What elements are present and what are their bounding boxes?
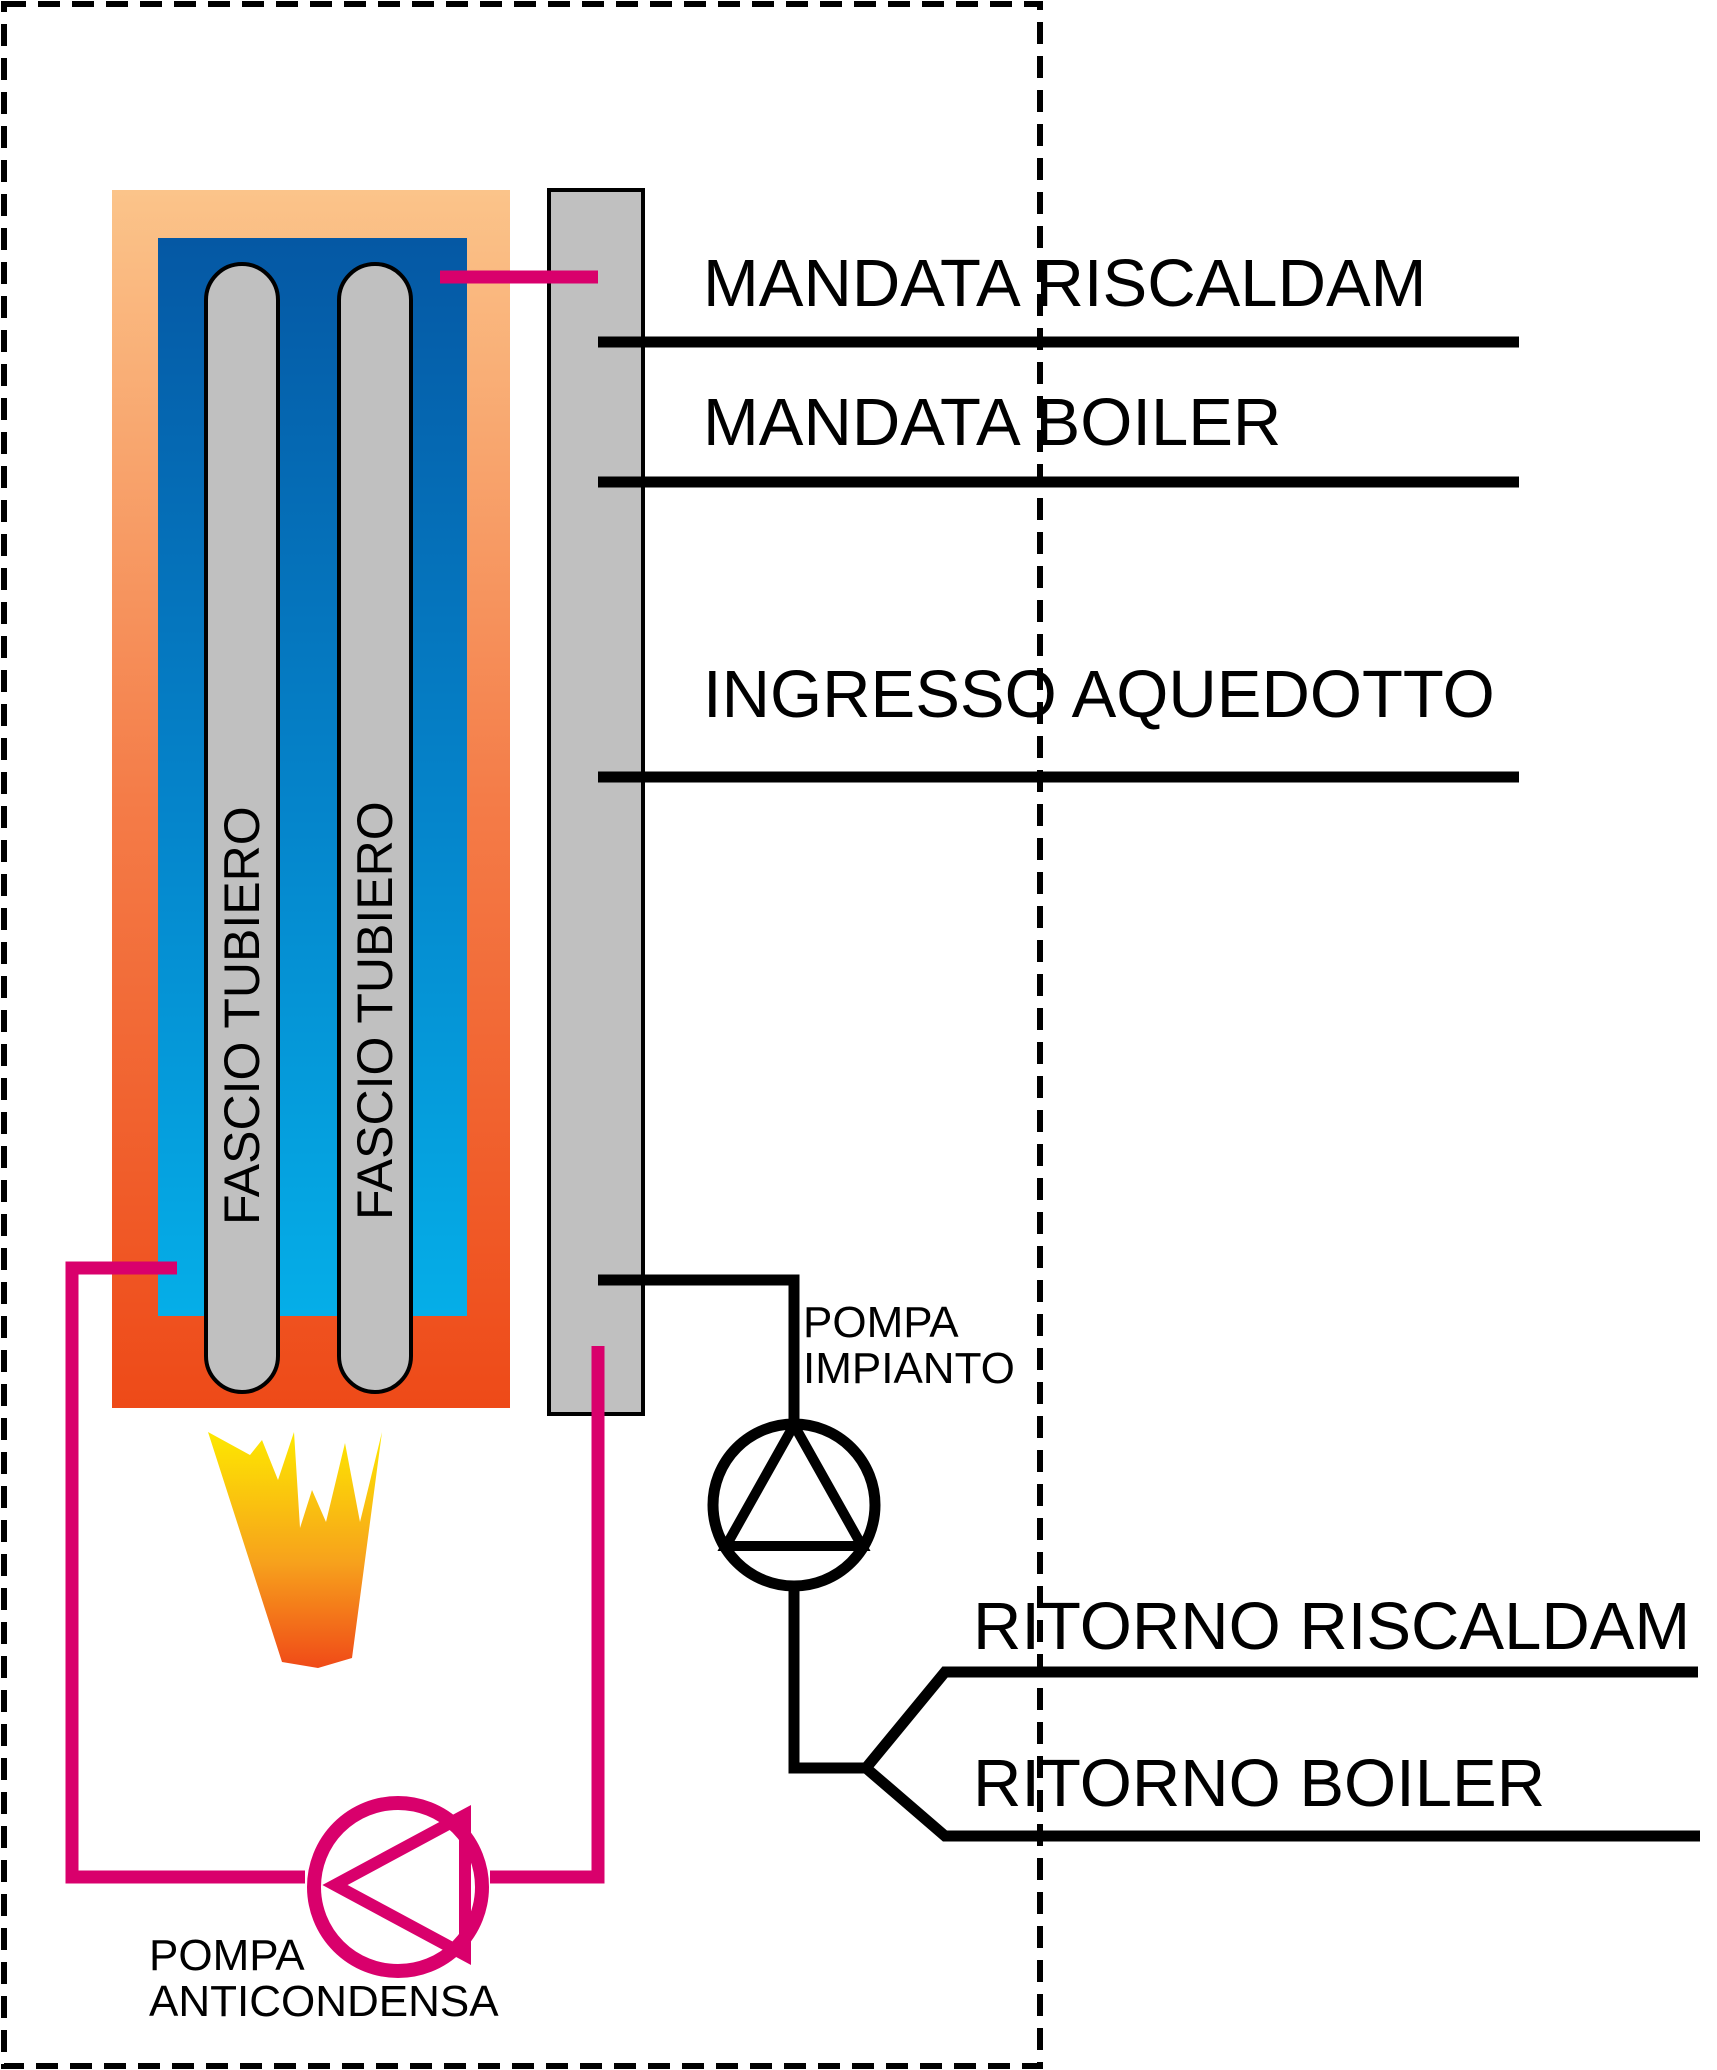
pump-symbol-triangle-up	[707, 1414, 881, 1592]
anticondensa-pipe	[65, 1261, 305, 1884]
ritorno-riscaldamento-label: RITORNO RISCALDAM	[973, 1589, 1690, 1664]
ritorno-boiler-label: RITORNO BOILER	[973, 1746, 1545, 1821]
impianto-pump-triangle	[717, 1414, 871, 1551]
anticondensa-pump-triangle	[322, 1804, 471, 1966]
anticondensa-pump-circle	[307, 1796, 489, 1978]
mandata-boiler-label: MANDATA BOILER	[703, 385, 1281, 460]
anticondensa-circuit	[65, 270, 605, 1884]
tube-bundle-2	[337, 262, 413, 1394]
mandata-riscaldamento-label: MANDATA RISCALDAM	[703, 246, 1426, 321]
pompa-anticondensa-line2: ANTICONDENSA	[149, 1977, 499, 2026]
ritorno-riscaldamento-pipe	[861, 1666, 1698, 1772]
anticondensa-return-pipe	[490, 1346, 605, 1884]
hydraulic-manifold	[547, 188, 645, 1416]
pump-symbol-triangle-left	[307, 1796, 489, 1978]
pompa-impianto-line1: POMPA	[803, 1298, 959, 1347]
heat-exchanger: FASCIO TUBIERO FASCIO TUBIERO	[112, 190, 510, 1408]
tube-bundle-1	[204, 262, 280, 1394]
pompa-impianto-line2: IMPIANTO	[803, 1344, 1015, 1393]
return-collector-pipe	[788, 1585, 866, 1774]
flame-icon	[208, 1432, 382, 1668]
ritorno-boiler-pipe	[862, 1763, 1700, 1842]
system-boundary	[1, 1, 1043, 2069]
ingresso-aquedotto-label: INGRESSO AQUEDOTTO	[703, 657, 1495, 732]
tube-bundle-2-label: FASCIO TUBIERO	[347, 801, 403, 1220]
pompa-anticondensa-line1: POMPA	[149, 1931, 305, 1980]
tube-bundle-1-label: FASCIO TUBIERO	[214, 806, 270, 1225]
pompa-impianto-supply-pipe	[598, 1274, 800, 1420]
impianto-pump-circle	[707, 1418, 881, 1592]
outgoing-pipes	[598, 336, 1700, 1842]
